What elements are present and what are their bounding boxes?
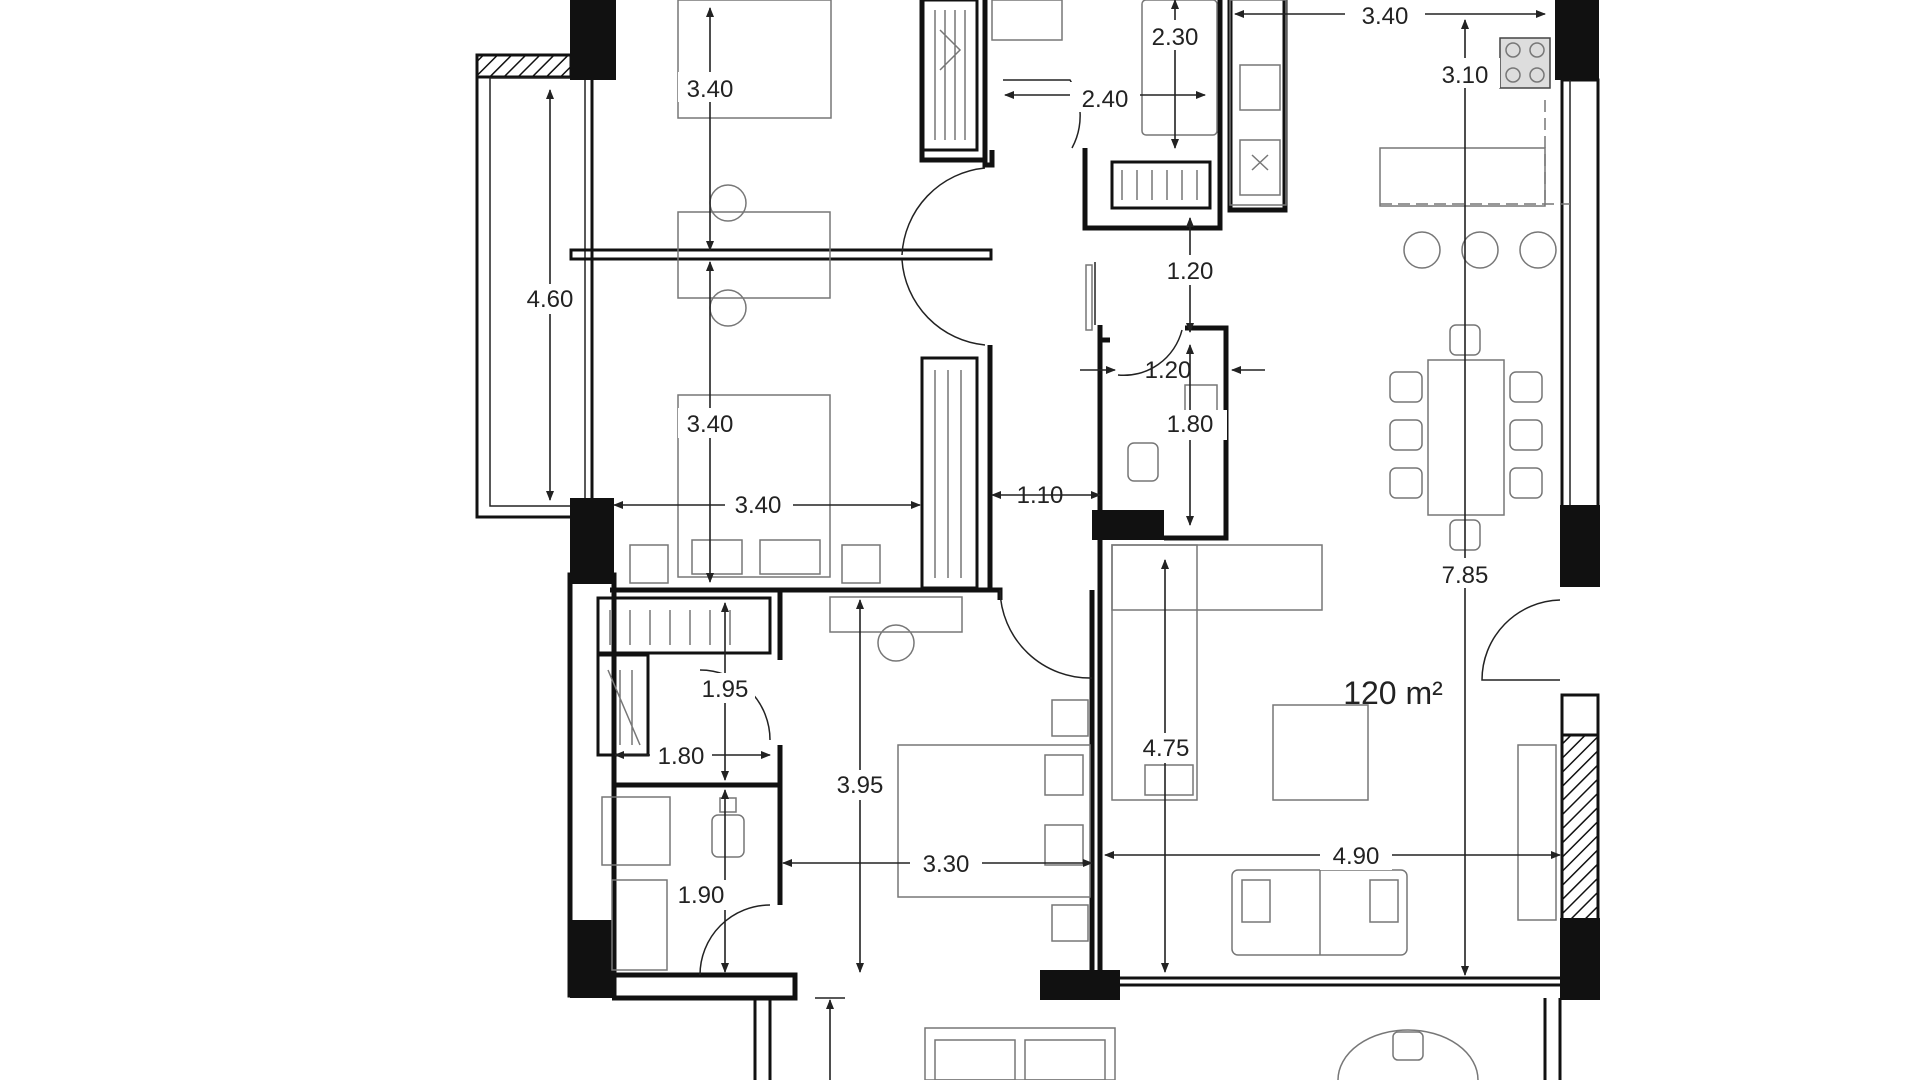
outdoor-sofa xyxy=(924,1027,1116,1080)
dim-label: 4.90 xyxy=(1333,843,1380,870)
dim-label: 2.40 xyxy=(1082,86,1129,113)
chair xyxy=(709,289,747,327)
desk xyxy=(677,211,831,299)
wardrobe xyxy=(920,0,979,152)
dining-chairs xyxy=(1389,324,1543,551)
bathtub xyxy=(611,879,668,971)
column xyxy=(570,498,614,584)
dim-label: 1.80 xyxy=(658,743,705,770)
window-hatch xyxy=(1560,733,1600,922)
bedroom-partition xyxy=(569,248,993,261)
wardrobe xyxy=(920,356,979,590)
coffee-table xyxy=(1272,704,1369,801)
walls xyxy=(475,0,1600,1080)
balcony-inner xyxy=(489,77,586,507)
desk xyxy=(829,596,963,633)
sink xyxy=(991,0,1063,41)
dim-label: 2.30 xyxy=(1152,24,1199,51)
nightstand xyxy=(1051,904,1089,942)
dim-label: 1.95 xyxy=(702,676,749,703)
dimension-labels: 3.40 2.30 3.40 3.10 2.40 4.60 1.20 1.20 … xyxy=(520,0,1500,910)
bar-stool xyxy=(1519,231,1557,269)
column xyxy=(1560,505,1600,587)
dim-label: 3.10 xyxy=(1442,62,1489,89)
dining-table xyxy=(1427,359,1505,516)
bar-stool xyxy=(1403,231,1441,269)
chair xyxy=(877,624,915,662)
dim-label: 1.90 xyxy=(678,882,725,909)
nightstand xyxy=(841,544,881,584)
dim-label: 1.20 xyxy=(1167,258,1214,285)
kitchen-island xyxy=(1379,147,1546,207)
dim-label: 3.40 xyxy=(687,411,734,438)
kitchen-counter xyxy=(1229,0,1287,206)
window-frame xyxy=(1560,78,1600,510)
bed xyxy=(677,394,831,578)
dim-label: 1.80 xyxy=(1167,411,1214,438)
balcony-parapet xyxy=(475,53,573,79)
wardrobe xyxy=(1110,160,1212,210)
furniture xyxy=(596,0,1570,1080)
area-label: 120 m² xyxy=(1343,675,1443,711)
balcony-outline xyxy=(475,53,594,519)
nightstand xyxy=(629,544,669,584)
dim-label: 3.40 xyxy=(687,76,734,103)
dim-label: 3.95 xyxy=(837,772,884,799)
outdoor-table xyxy=(1337,1029,1479,1080)
sofa xyxy=(1231,869,1408,956)
chair xyxy=(709,184,747,222)
column xyxy=(1040,970,1120,1000)
column xyxy=(570,0,616,80)
bathtub xyxy=(1141,0,1218,136)
sofa-l xyxy=(1111,544,1323,801)
bar-stool xyxy=(1461,231,1499,269)
tv-stand xyxy=(1517,744,1557,921)
dim-label: 3.40 xyxy=(735,492,782,519)
column xyxy=(1092,510,1164,540)
dim-label: 4.75 xyxy=(1143,735,1190,762)
column xyxy=(570,920,614,998)
dim-label: 1.10 xyxy=(1017,482,1064,509)
toilet xyxy=(711,814,745,858)
dim-label: 4.60 xyxy=(527,286,574,313)
dim-label: 3.30 xyxy=(923,851,970,878)
dim-label: 1.20 xyxy=(1145,357,1192,384)
toilet xyxy=(1127,442,1159,482)
nightstand xyxy=(1051,699,1089,737)
dim-label: 7.85 xyxy=(1442,562,1489,589)
dim-label: 3.40 xyxy=(1362,3,1409,30)
shower xyxy=(601,796,671,866)
column xyxy=(1560,918,1600,1000)
column xyxy=(1555,0,1599,80)
bed xyxy=(677,0,832,119)
bed xyxy=(897,744,1091,898)
